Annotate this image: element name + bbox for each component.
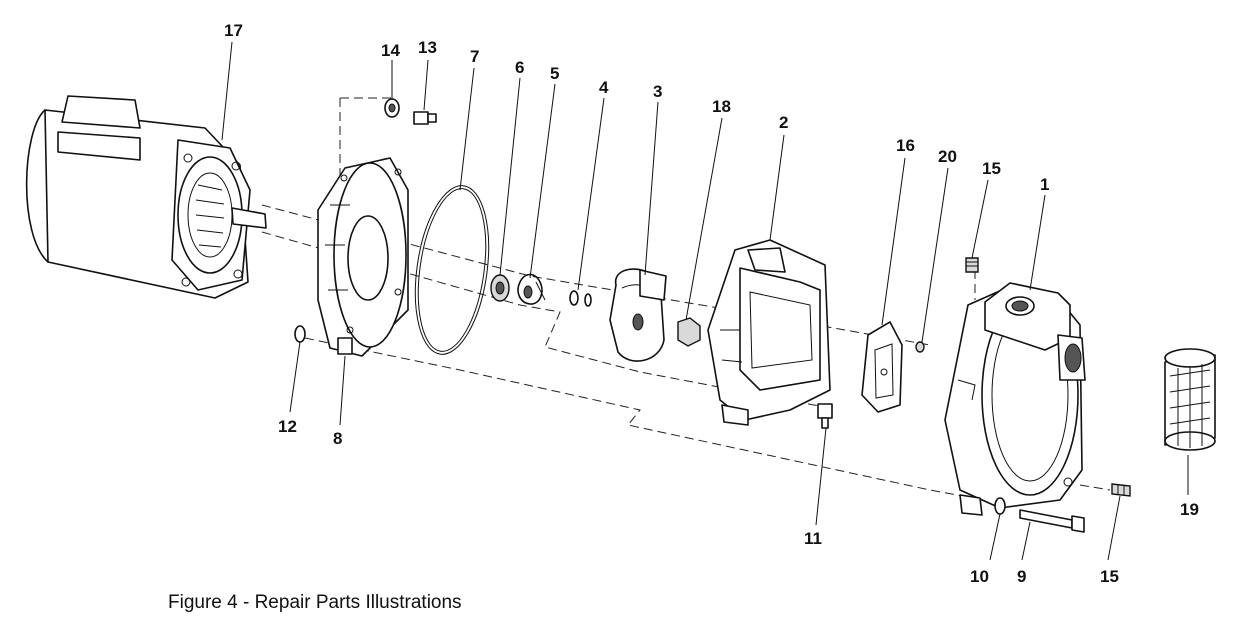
- part-9-bolt: [1019, 509, 1085, 533]
- callout-12: 12: [278, 417, 297, 436]
- part-19-strainer: [1164, 348, 1216, 451]
- part-17-motor: [25, 95, 267, 299]
- callout-17: 17: [224, 21, 243, 40]
- callout-11: 11: [804, 529, 822, 548]
- callout-1: 1: [1040, 175, 1049, 194]
- callout-5: 5: [550, 64, 559, 83]
- callout-2: 2: [779, 113, 788, 132]
- part-16-gasket: [861, 321, 903, 413]
- part-10-washer: [994, 497, 1006, 515]
- callout-labels: 17 14 13 7 6 5 4 3 18 2 16 20 15 1 19 12…: [224, 21, 1199, 586]
- figure-caption: Figure 4 - Repair Parts Illustrations: [168, 592, 462, 613]
- callout-15-bottom: 15: [1100, 567, 1119, 586]
- callout-3: 3: [653, 82, 662, 101]
- callout-9: 9: [1017, 567, 1026, 586]
- part-13-bolt: [413, 111, 437, 125]
- callout-20: 20: [938, 147, 957, 166]
- callout-8: 8: [333, 429, 342, 448]
- leader-lines: [221, 41, 1189, 561]
- callout-10: 10: [970, 567, 989, 586]
- callout-6: 6: [515, 58, 524, 77]
- part-20-plug: [915, 341, 925, 353]
- part-15-plug-bottom: [1111, 483, 1131, 497]
- part-11-bolt: [817, 403, 833, 429]
- callout-13: 13: [418, 38, 437, 57]
- part-4-shim: [569, 290, 592, 307]
- part-8-adapter: [317, 157, 409, 357]
- part-7-o-ring: [414, 185, 490, 355]
- callout-16: 16: [896, 136, 915, 155]
- callout-14: 14: [381, 41, 400, 60]
- callout-18: 18: [712, 97, 731, 116]
- callout-4: 4: [599, 78, 609, 97]
- callout-15-top: 15: [982, 159, 1001, 178]
- part-3-impeller: [609, 268, 667, 362]
- part-18-nut: [677, 317, 701, 347]
- callout-19: 19: [1180, 500, 1199, 519]
- part-12-washer: [294, 325, 306, 343]
- part-6-seal-seat: [490, 274, 510, 302]
- part-2-diffuser: [707, 239, 831, 426]
- part-15-plug-top: [965, 257, 979, 273]
- part-14-washer: [384, 98, 400, 118]
- part-1-pump-body: [944, 282, 1086, 516]
- callout-7: 7: [470, 47, 479, 66]
- part-5-seal-spring: [517, 273, 546, 305]
